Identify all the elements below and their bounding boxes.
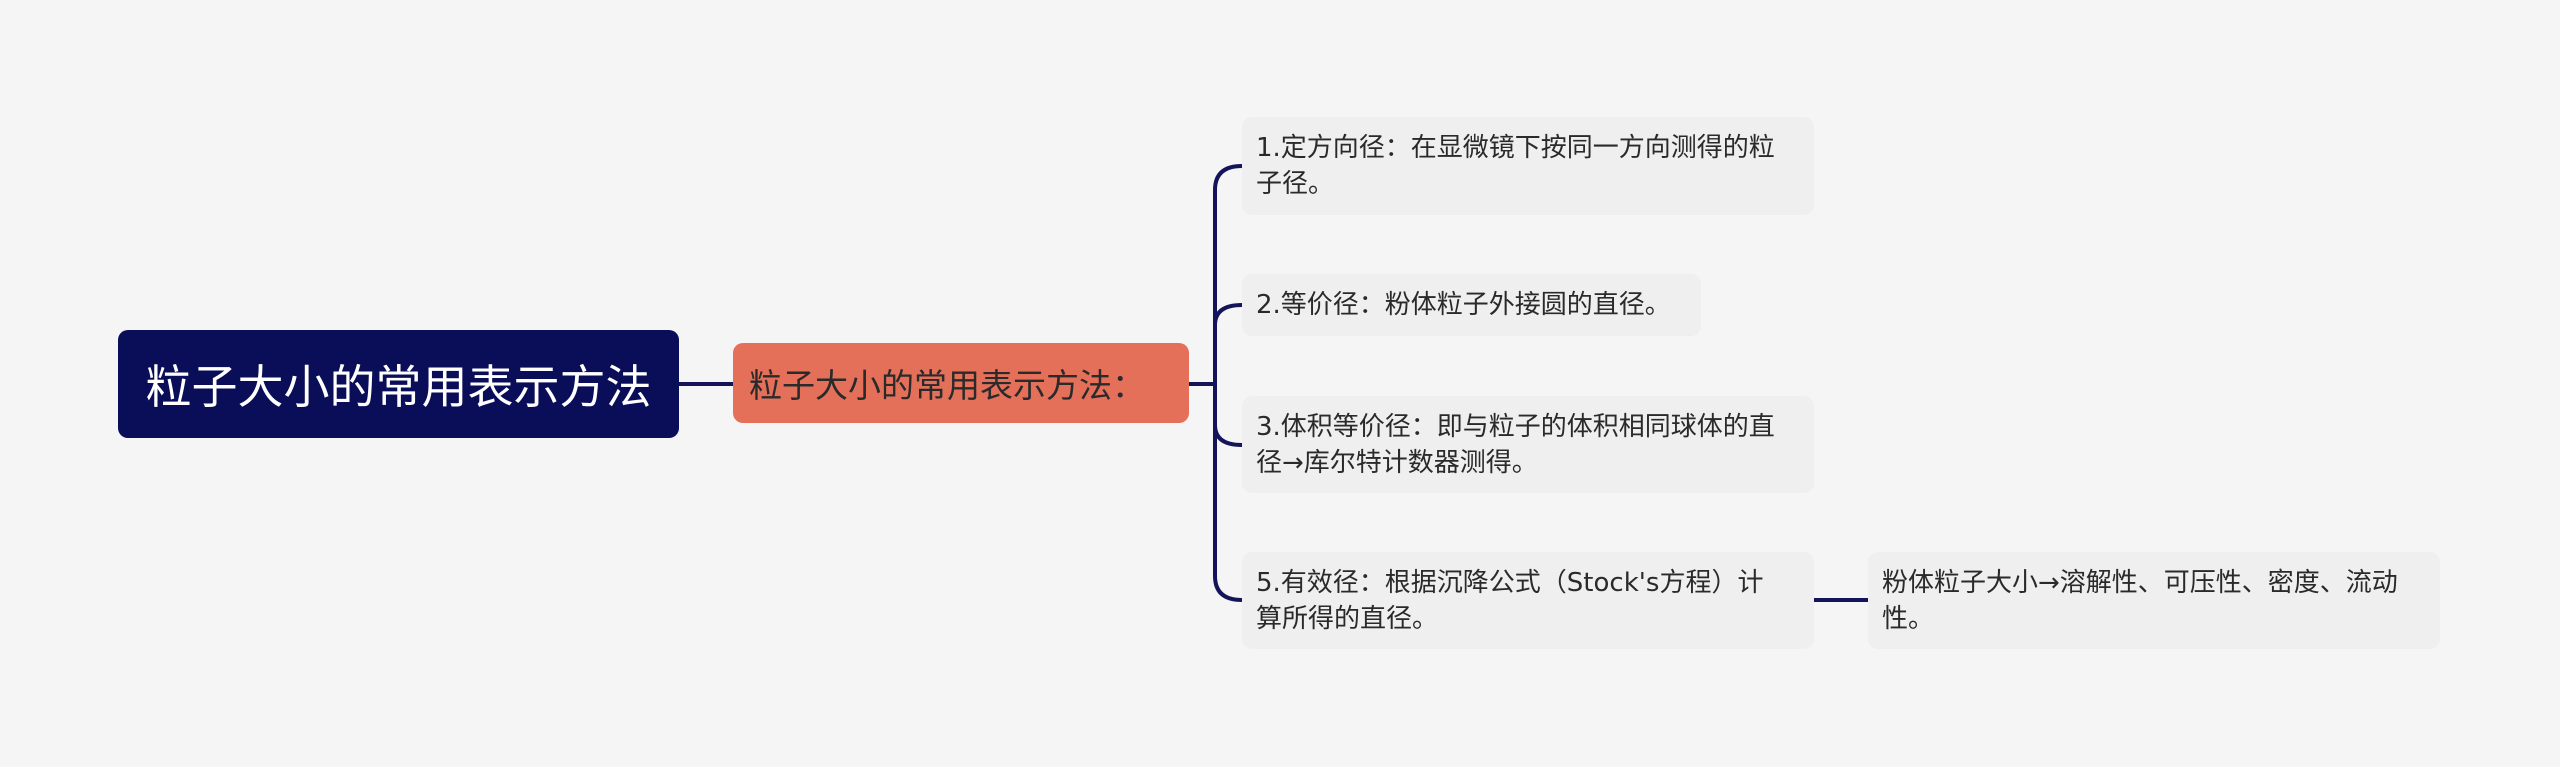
leaf-line: 5.有效径：根据沉降公式（Stock's方程）计 xyxy=(1256,568,1764,598)
leaf-topic-3[interactable]: 3.体积等价径：即与粒子的体积相同球体的直 径→库尔特计数器测得。 xyxy=(1242,396,1814,493)
detail-topic[interactable]: 粉体粒子大小→溶解性、可压性、密度、流动 性。 xyxy=(1868,552,2440,649)
leaf-line: 径→库尔特计数器测得。 xyxy=(1256,448,1538,478)
leaf-line: 算所得的直径。 xyxy=(1256,604,1439,634)
branch-2 xyxy=(1213,303,1243,326)
leaf-topic-2[interactable]: 2.等价径：粉体粒子外接圆的直径。 xyxy=(1242,274,1701,336)
branch-3 xyxy=(1213,424,1243,447)
subtopic[interactable]: 粒子大小的常用表示方法： xyxy=(733,343,1189,423)
leaf-line: 子径。 xyxy=(1256,169,1335,199)
subtopic-label: 粒子大小的常用表示方法： xyxy=(749,366,1145,405)
leaf-line: 1.定方向径：在显微镜下按同一方向测得的粒 xyxy=(1256,133,1775,163)
root-topic[interactable]: 粒子大小的常用表示方法 xyxy=(118,330,679,438)
branch-bracket xyxy=(1213,164,1243,602)
detail-line: 粉体粒子大小→溶解性、可压性、密度、流动 xyxy=(1882,568,2398,598)
detail-line: 性。 xyxy=(1882,604,1935,634)
leaf-topic-1[interactable]: 1.定方向径：在显微镜下按同一方向测得的粒 子径。 xyxy=(1242,117,1814,215)
leaf-topic-5[interactable]: 5.有效径：根据沉降公式（Stock's方程）计 算所得的直径。 xyxy=(1242,552,1814,649)
leaf-line: 2.等价径：粉体粒子外接圆的直径。 xyxy=(1256,290,1671,320)
root-topic-label: 粒子大小的常用表示方法 xyxy=(145,360,652,414)
leaf-line: 3.体积等价径：即与粒子的体积相同球体的直 xyxy=(1256,412,1775,442)
